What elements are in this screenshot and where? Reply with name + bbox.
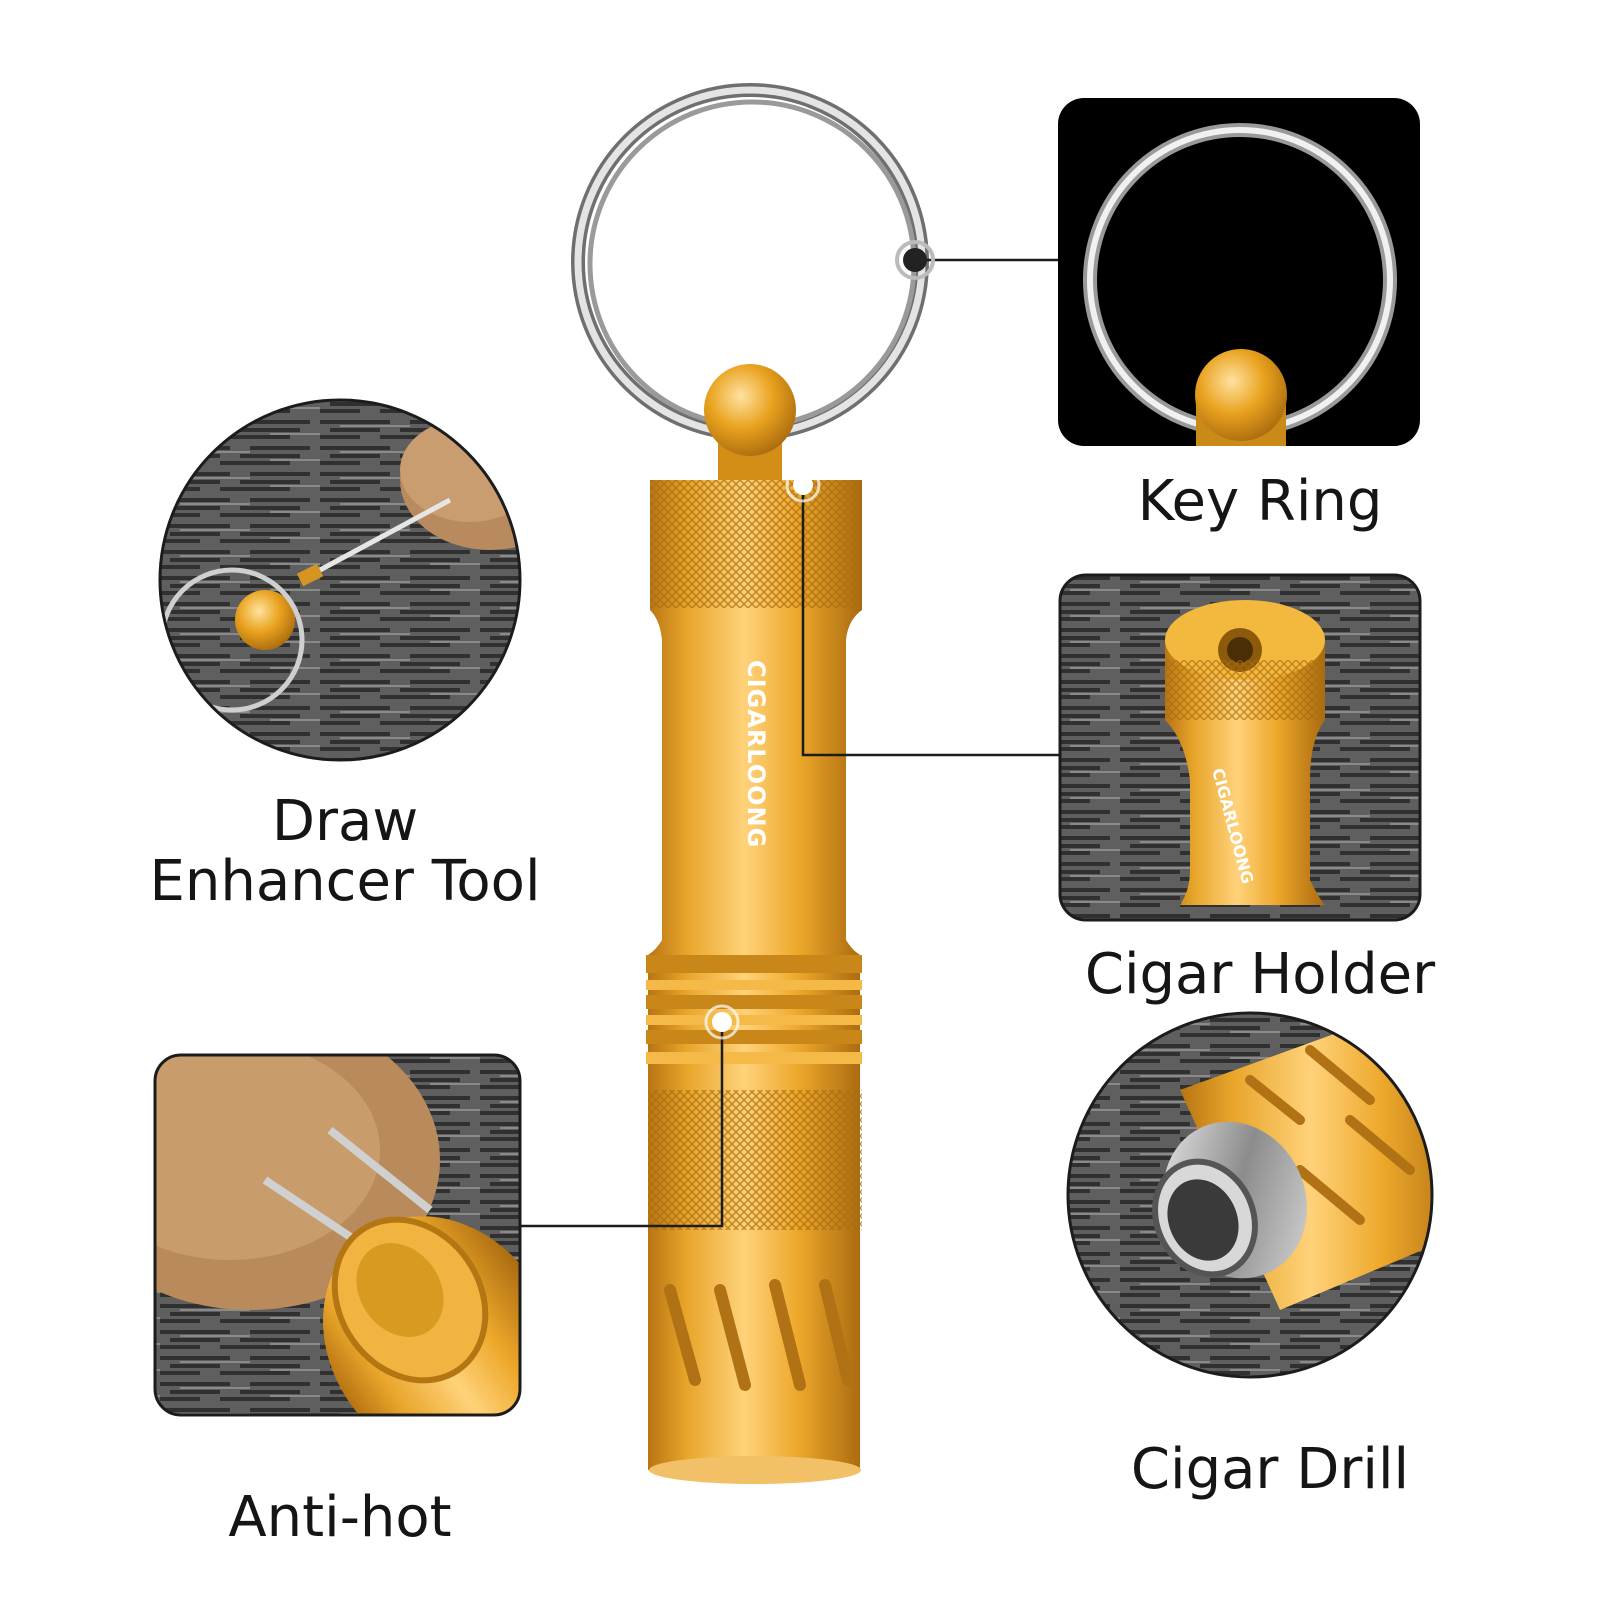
- main-diagonal-grooves: [664, 1279, 854, 1391]
- cigar-drill-label: Cigar Drill: [1130, 1437, 1410, 1502]
- product-brand-text: CIGARLOONG: [742, 660, 770, 849]
- inset-cigar-drill: [1066, 1011, 1434, 1379]
- leader-lines: [520, 258, 1060, 1228]
- main-ribs: [646, 955, 862, 1064]
- leader-dots: [704, 240, 935, 1040]
- inset-key-ring: [1058, 98, 1420, 446]
- inset-draw-enhancer: [158, 398, 522, 762]
- draw-enhancer-label-line1: Draw: [271, 789, 419, 854]
- main-cigar-tool-body: [646, 480, 862, 1484]
- anti-hot-label: Anti-hot: [228, 1485, 452, 1550]
- key-ring-label: Key Ring: [1137, 469, 1383, 534]
- draw-enhancer-label-line2: Enhancer Tool: [149, 849, 541, 914]
- cigar-holder-label: Cigar Holder: [1084, 942, 1436, 1007]
- inset-anti-hot: [153, 1053, 522, 1417]
- main-ball-cap: [704, 364, 796, 490]
- inset-cigar-holder: CIGARLOONG: [1058, 573, 1422, 922]
- draw-enhancer-label: Draw Enhancer Tool: [110, 792, 580, 912]
